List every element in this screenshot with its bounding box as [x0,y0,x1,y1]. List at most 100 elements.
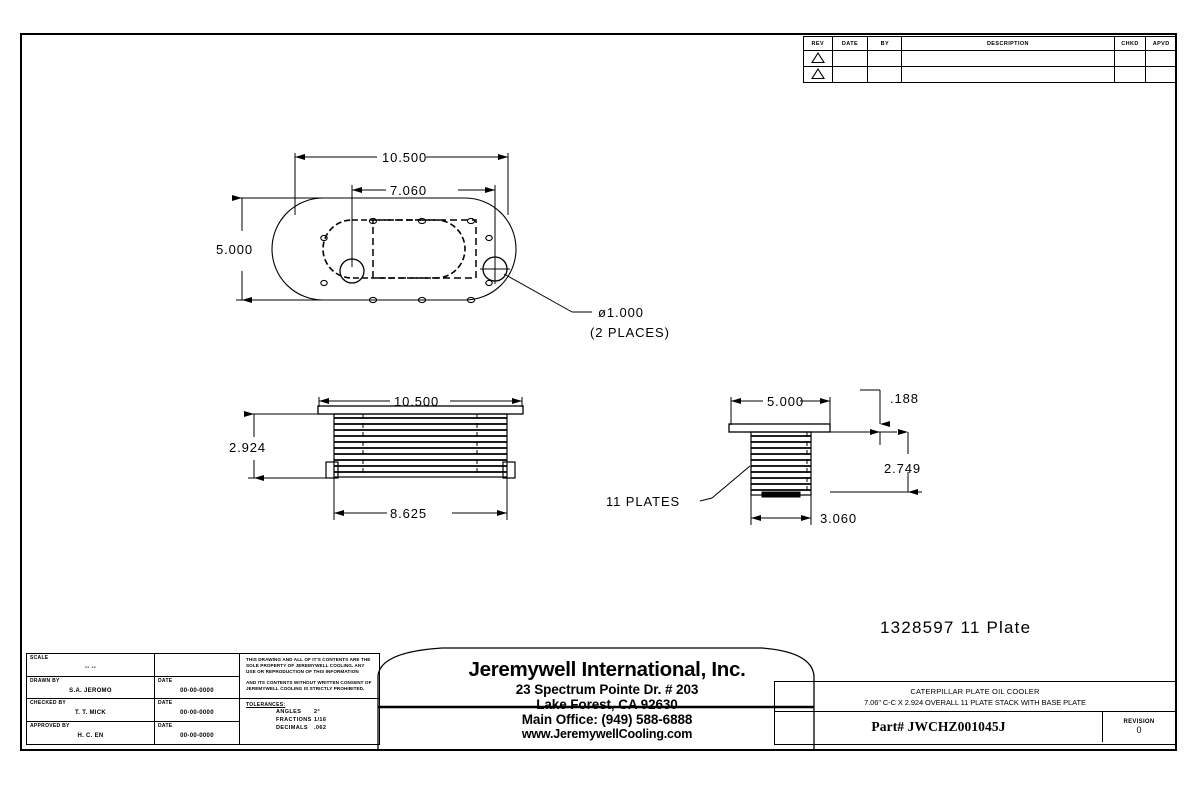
title-block-dates-column: DATE 00-00-0000 DATE 00-00-0000 DATE 00-… [155,654,240,744]
proprietary-notice-line1: THIS DRAWING AND ALL OF IT'S CONTENTS AR… [246,657,371,675]
tolerance-name-decimals: DECIMALS [276,725,308,731]
top-view-port-note-dia: ø1.000 [598,305,644,320]
date-label-3: DATE [158,722,173,729]
checked-by-field: CHECKED BY T. T. MICK [27,699,154,722]
checked-by-value: T. T. MICK [75,710,106,716]
front-view-feet [325,461,516,479]
side-view-dim-thickness [830,389,897,445]
side-view-dim-stackdepth-label: 3.060 [820,511,857,526]
part-description-field: CATERPILLAR PLATE OIL COOLER 7.06" C-C X… [775,682,1175,712]
revision-cell-description [901,66,1115,83]
company-phone: Main Office: (949) 588-6888 [521,711,693,727]
date-value-1: 00-00-0000 [180,687,214,694]
side-view: 5.000 .188 2.749 [606,389,922,526]
front-view-plate-lines [334,417,507,473]
tolerance-row-fractions: FRACTIONS 1/16 [276,716,373,724]
side-view-dim-stackdepth [750,495,812,525]
revision-table-row [803,66,1177,83]
top-view-plate-outline [271,197,517,301]
front-view-plate-stack [333,413,508,478]
side-view-dim-depth [730,397,831,425]
top-view-dim-height-label: 5.000 [216,242,253,257]
tolerance-value-fractions: 1/16 [314,717,327,723]
part-description-line1: CATERPILLAR PLATE OIL COOLER [910,686,1040,696]
revision-marker-triangle [803,50,833,67]
part-number-value: Part# JWCHZ001045J [871,719,1006,734]
tolerances-field: TOLERANCES: ANGLES 2° FRACTIONS 1/16 DEC… [240,699,379,744]
drawing-views: 10.500 7.060 5.000 ø1.000 [216,150,922,749]
top-view-dim-cc-label: 7.060 [390,183,427,198]
revision-field: REVISION 0 [1103,712,1175,742]
dates-spacer [155,654,239,677]
date-value-2: 00-00-0000 [180,710,214,716]
scale-value: -- -- [84,665,97,671]
revision-table: REV DATE BY DESCRIPTION CHKD APVD [803,36,1177,83]
side-view-plates-note: 11 PLATES [606,494,680,509]
top-view-inner-rect [372,219,477,279]
scale-label: SCALE [30,655,49,661]
side-view-base-plate [728,423,831,433]
front-view-dim-height-label: 2.924 [229,440,266,455]
top-view-port-leader [503,273,592,313]
revision-cell-chkd [1113,66,1147,83]
company-address-line1: 23 Spectrum Pointe Dr. # 203 [515,681,699,697]
front-view-hidden-lines [362,414,478,477]
top-view-dim-width [294,153,509,215]
side-view-foot [761,491,801,498]
revision-value: 0 [1136,725,1142,735]
title-block: SCALE -- -- DRAWN BY S.A. JEROMO CHECKED… [22,639,1176,749]
side-view-plates-leader-tail [699,497,713,502]
front-view-dim-height [244,411,332,481]
approved-by-value: H. C. EN [77,732,104,739]
side-view-plate-lines [751,435,811,491]
part-number-row: Part# JWCHZ001045J REVISION 0 [775,712,1175,742]
revision-table-header-row: REV DATE BY DESCRIPTION CHKD APVD [803,36,1177,51]
top-view-dim-width-label: 10.500 [382,150,427,165]
company-banner-frame [377,647,815,749]
front-view-dim-width-label: 10.500 [394,394,439,409]
proprietary-notice-field: THIS DRAWING AND ALL OF IT'S CONTENTS AR… [240,654,379,699]
front-view-dim-width [318,397,523,407]
date-label-2: DATE [158,700,173,706]
tolerance-row-decimals: DECIMALS .062 [276,724,373,732]
front-view: 10.500 2.924 8.625 [229,394,524,521]
triangle-icon [810,52,825,63]
revision-label: REVISION [1123,719,1155,725]
tolerance-value-decimals: .062 [314,725,327,731]
revision-cell-date [831,66,869,83]
title-block-notes-column: THIS DRAWING AND ALL OF IT'S CONTENTS AR… [240,654,379,744]
part-number-field: Part# JWCHZ001045J [775,712,1103,742]
company-website: www.JeremywellCooling.com [521,727,693,741]
drawn-by-value: S.A. JEROMO [69,687,112,694]
top-view-dim-cc [351,185,496,267]
side-view-dim-thickness-label: .188 [890,391,919,406]
tolerance-value-angles: 2° [314,709,321,715]
tolerance-name-fractions: FRACTIONS [276,717,312,723]
title-block-names-column: SCALE -- -- DRAWN BY S.A. JEROMO CHECKED… [27,654,155,744]
side-view-dim-stackheight-label: 2.749 [884,461,921,476]
title-block-left: SCALE -- -- DRAWN BY S.A. JEROMO CHECKED… [26,653,380,745]
company-info: Jeremywell International, Inc. 23 Spectr… [447,657,767,741]
tolerances-label: TOLERANCES: [246,702,286,708]
top-view-port-note-places: (2 PLACES) [590,325,670,340]
scale-field: SCALE -- -- [27,654,154,677]
part-number-callout: 1328597 11 Plate [880,618,1032,637]
drawn-by-label: DRAWN BY [30,677,60,684]
drawing-sheet: REV DATE BY DESCRIPTION CHKD APVD [20,33,1177,751]
proprietary-notice-line2: AND ITS CONTENTS WITHOUT WRITTEN CONSENT… [246,679,372,691]
date-field-3: DATE 00-00-0000 [155,722,239,745]
company-address-line2: Lake Forest, CA 92630 [536,696,678,712]
approved-by-label: APPROVED BY [30,722,70,729]
tolerance-row-angles: ANGLES 2° [276,708,373,716]
front-view-dim-stackwidth [333,478,508,520]
side-view-dim-depth-label: 5.000 [767,394,804,409]
approved-by-field: APPROVED BY H. C. EN [27,722,154,745]
side-view-plates-leader [711,465,751,499]
front-view-dim-stackwidth-label: 8.625 [390,506,427,521]
date-value-3: 00-00-0000 [180,732,214,739]
tolerances-wrap: TOLERANCES: ANGLES 2° FRACTIONS 1/16 DEC… [243,700,376,734]
revision-cell-apvd [1145,66,1177,83]
date-field-1: DATE 00-00-0000 [155,677,239,699]
company-name: Jeremywell International, Inc. [468,657,746,681]
date-label-1: DATE [158,677,173,684]
